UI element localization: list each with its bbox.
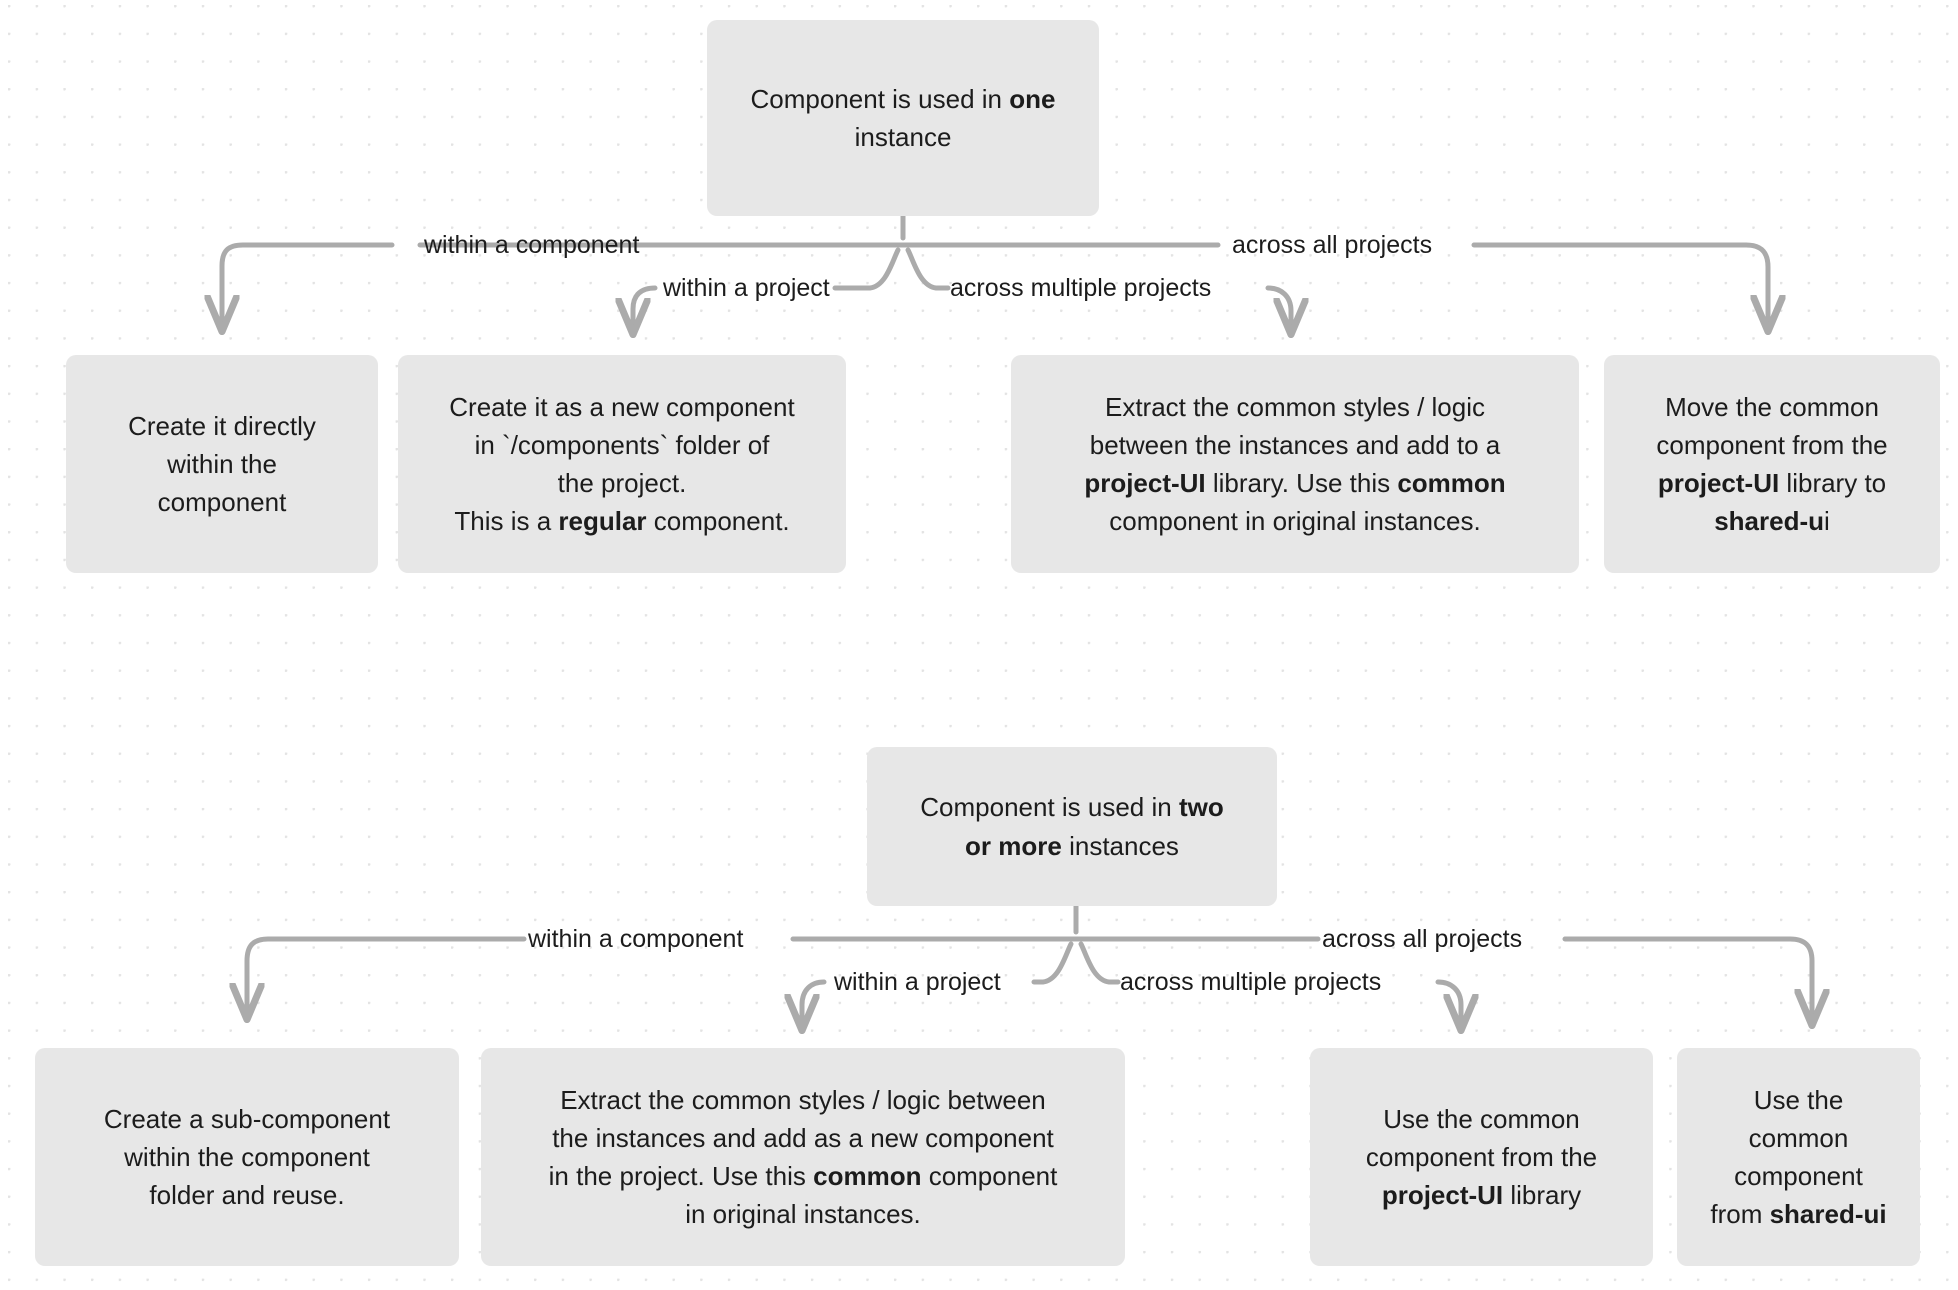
edge-label-t1-within-a-project: within a project xyxy=(663,274,830,302)
edge-label-t1-across-all-projects: across all projects xyxy=(1232,231,1433,259)
leaf-label: Extract the common styles / logic betwee… xyxy=(548,1084,1058,1230)
edge-label-t2-within-a-project: within a project xyxy=(834,968,1001,996)
edge-label-t2-within-a-component: within a component xyxy=(528,925,744,953)
edge-label-t2-across-all-projects: across all projects xyxy=(1322,925,1523,953)
edge-label-t1-across-multiple-projects: across multiple projects xyxy=(950,274,1212,302)
edge-label-t1-within-a-component: within a component xyxy=(424,231,640,259)
edge-label-t2-across-multiple-projects: across multiple projects xyxy=(1120,968,1382,996)
leaf-extract-common-new-component-in-project[interactable]: Extract the common styles / logic betwee… xyxy=(481,1048,1125,1266)
